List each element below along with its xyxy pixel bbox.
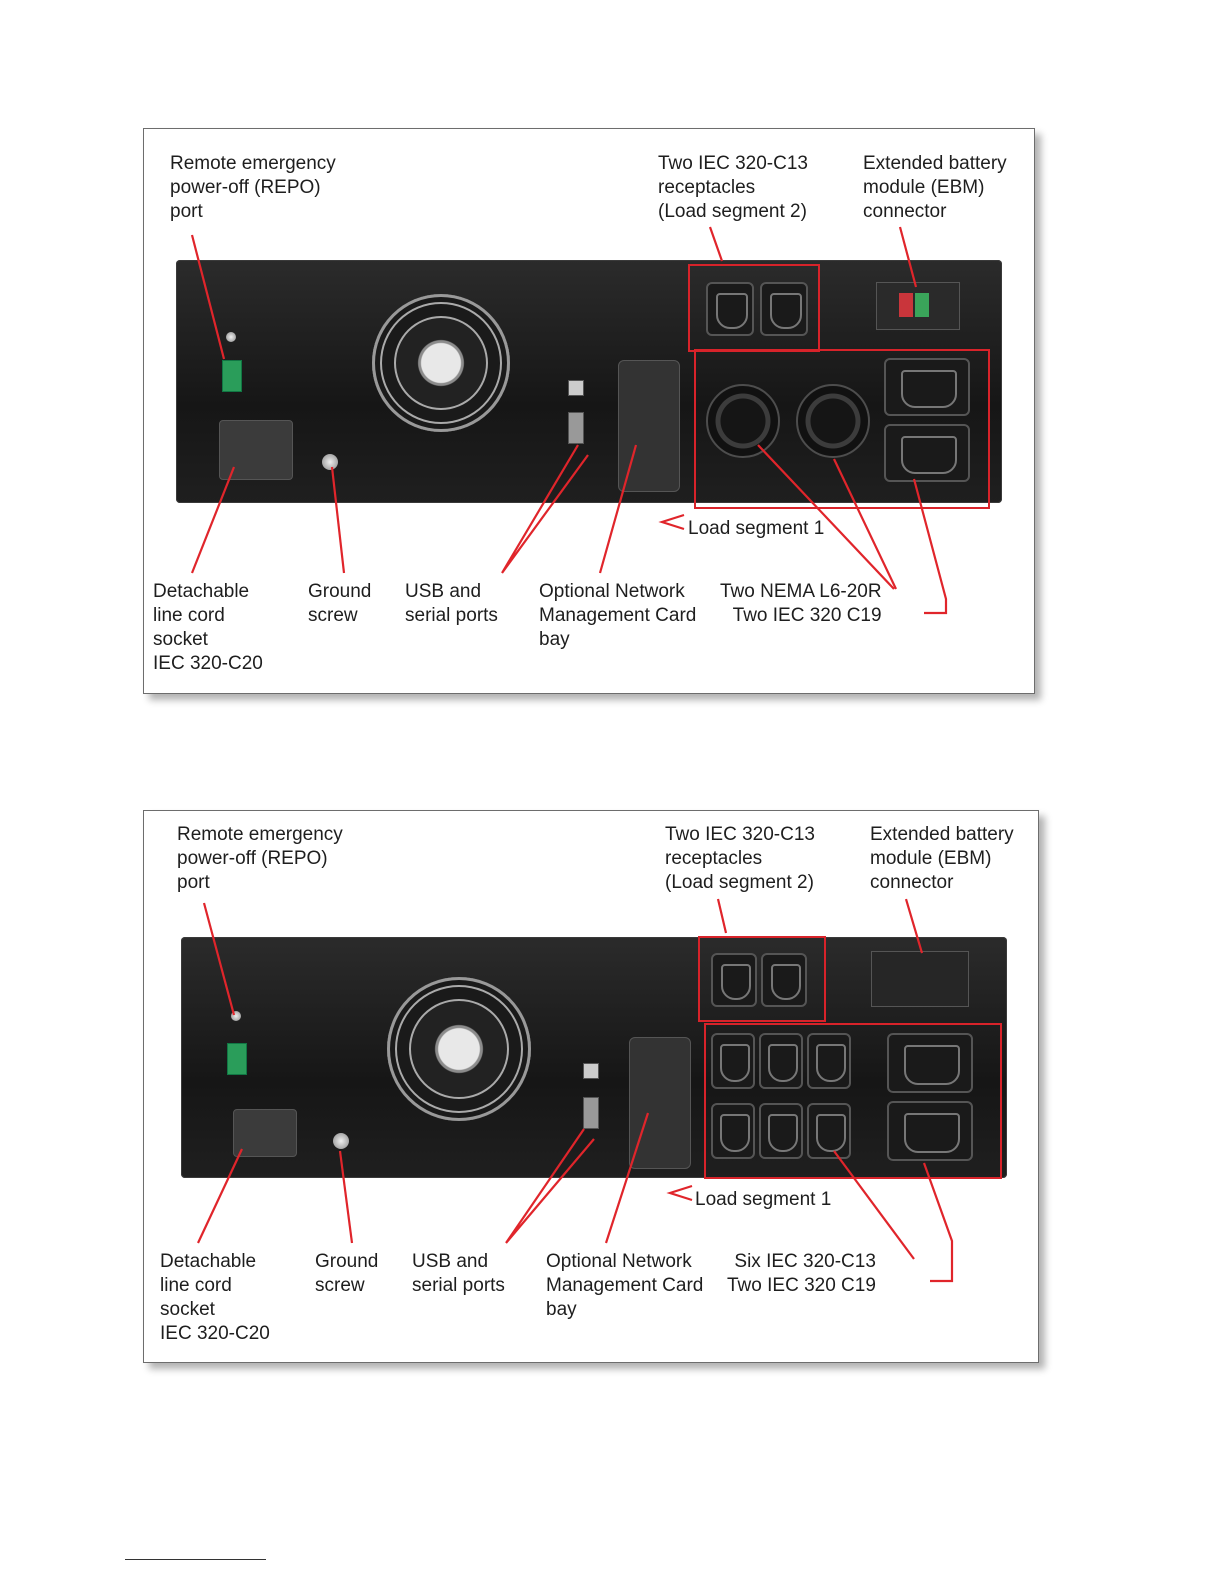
ground-screw: [333, 1133, 349, 1149]
callout-load-segment-1: Load segment 1: [688, 518, 825, 539]
callout-ebm-connector: Extended battery module (EBM) connector: [863, 153, 1007, 222]
c13-receptacle: [807, 1103, 851, 1159]
footnote-separator: [125, 1559, 266, 1560]
screw: [231, 1011, 241, 1021]
callout-network-card-bay: Optional Network Management Card bay: [546, 1251, 704, 1320]
network-card-bay: [629, 1037, 691, 1169]
callout-usb-serial-ports: USB and serial ports: [405, 581, 498, 626]
cooling-fan: [372, 294, 510, 432]
ups-rear-panel-figure-1: Remote emergency power-off (REPO) port T…: [143, 128, 1035, 694]
ground-screw: [322, 454, 338, 470]
callout-ebm-connector: Extended battery module (EBM) connector: [870, 824, 1014, 893]
screw: [226, 332, 236, 342]
ups-rear-panel-figure-2: Remote emergency power-off (REPO) port T…: [143, 810, 1039, 1363]
c13-receptacle: [760, 282, 808, 336]
repo-connector: [227, 1043, 247, 1075]
load-segment-1-highlight: [704, 1023, 1002, 1179]
c13-receptacle: [761, 953, 807, 1007]
nema-l6-20r-receptacle: [706, 384, 780, 458]
usb-port: [568, 380, 584, 396]
usb-port: [583, 1063, 599, 1079]
load-segment-2-highlight: [688, 264, 820, 352]
ups-rear-panel: [176, 260, 1002, 503]
c13-receptacle: [706, 282, 754, 336]
callout-line-cord-socket: Detachable line cord socket IEC 320-C20: [160, 1251, 270, 1344]
callout-output-receptacles: Six IEC 320-C13 Two IEC 320 C19: [727, 1251, 876, 1296]
callout-output-receptacles: Two NEMA L6-20R Two IEC 320 C19: [720, 581, 882, 626]
ebm-connector-cover: [871, 951, 969, 1007]
ebm-connector: [876, 282, 960, 330]
serial-port: [583, 1097, 599, 1129]
callout-network-card-bay: Optional Network Management Card bay: [539, 581, 697, 650]
callout-repo-port: Remote emergency power-off (REPO) port: [170, 153, 336, 222]
callout-load-segment-1: Load segment 1: [695, 1189, 832, 1210]
c13-receptacle: [711, 953, 757, 1007]
callout-line-cord-socket: Detachable line cord socket IEC 320-C20: [153, 581, 263, 674]
load-segment-2-highlight: [698, 936, 826, 1022]
serial-port: [568, 412, 584, 444]
line-cord-socket: [219, 420, 293, 480]
c19-receptacle: [884, 358, 970, 416]
c13-receptacle: [711, 1033, 755, 1089]
c19-receptacle: [887, 1033, 973, 1093]
callout-ground-screw: Ground screw: [308, 581, 372, 626]
callout-c13-receptacles: Two IEC 320-C13 receptacles (Load segmen…: [665, 824, 815, 893]
line-cord-socket: [233, 1109, 297, 1157]
c19-receptacle: [884, 424, 970, 482]
c13-receptacle: [807, 1033, 851, 1089]
callout-ground-screw: Ground screw: [315, 1251, 379, 1296]
c13-receptacle: [759, 1033, 803, 1089]
callout-c13-receptacles: Two IEC 320-C13 receptacles (Load segmen…: [658, 153, 808, 222]
callout-usb-serial-ports: USB and serial ports: [412, 1251, 505, 1296]
callout-repo-port: Remote emergency power-off (REPO) port: [177, 824, 343, 893]
c13-receptacle: [711, 1103, 755, 1159]
network-card-bay: [618, 360, 680, 492]
cooling-fan: [387, 977, 531, 1121]
repo-connector: [222, 360, 242, 392]
load-segment-1-highlight: [694, 349, 990, 509]
c13-receptacle: [759, 1103, 803, 1159]
